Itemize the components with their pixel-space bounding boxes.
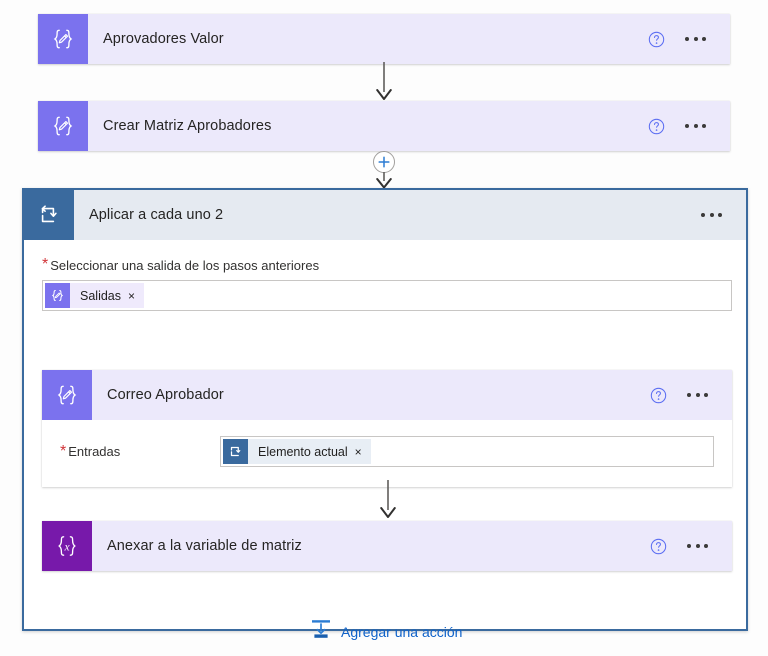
card-title: Correo Aprobador <box>107 387 224 403</box>
token-body: Salidas × <box>70 283 145 308</box>
card-header[interactable]: Crear Matriz Aprobadores <box>38 101 730 151</box>
ellipsis-icon[interactable] <box>685 387 710 403</box>
entradas-field-row: * Entradas <box>60 436 714 467</box>
select-output-label: Seleccionar una salida de los pasos ante… <box>50 257 320 273</box>
help-circle-icon[interactable] <box>648 118 665 135</box>
ellipsis-icon[interactable] <box>699 207 724 223</box>
compose-braces-pencil-icon <box>38 14 88 64</box>
help-circle-icon[interactable] <box>648 31 665 48</box>
action-card-aprovadores-valor[interactable]: Aprovadores Valor <box>38 14 730 64</box>
required-marker: * <box>60 442 67 460</box>
ellipsis-icon[interactable] <box>685 538 710 554</box>
action-card-crear-matriz-aprobadores[interactable]: Crear Matriz Aprobadores <box>38 101 730 151</box>
token-elemento-actual[interactable]: Elemento actual × <box>223 439 371 464</box>
token-label: Salidas <box>80 288 121 303</box>
scope-card-aplicar-a-cada-uno[interactable]: Aplicar a cada uno 2 * Seleccionar una s… <box>22 188 748 640</box>
card-header-actions <box>648 31 730 48</box>
card-header-actions <box>648 118 730 135</box>
compose-braces-pencil-icon <box>45 283 70 308</box>
token-salidas[interactable]: Salidas × <box>45 283 145 308</box>
add-action-button[interactable]: Agregar una acción <box>310 618 462 645</box>
scope-title: Aplicar a cada uno 2 <box>89 207 224 223</box>
help-circle-icon[interactable] <box>650 387 667 404</box>
card-title: Aprovadores Valor <box>103 31 224 47</box>
select-output-label-row: * Seleccionar una salida de los pasos an… <box>42 256 728 274</box>
svg-text:x: x <box>63 541 70 553</box>
compose-braces-pencil-icon <box>38 101 88 151</box>
entradas-label-wrap: * Entradas <box>60 443 220 461</box>
card-header-actions <box>650 387 732 404</box>
action-card-anexar-variable-matriz[interactable]: x Anexar a la variable de matriz <box>42 521 732 571</box>
entradas-label: Entradas <box>68 444 121 459</box>
select-output-input[interactable]: Salidas × <box>42 280 732 311</box>
close-x-icon[interactable]: × <box>128 288 136 303</box>
token-label: Elemento actual <box>258 444 348 459</box>
card-header[interactable]: x Anexar a la variable de matriz <box>42 521 732 571</box>
required-marker: * <box>42 256 49 273</box>
entradas-input[interactable]: Elemento actual × <box>220 436 714 467</box>
variable-braces-x-icon: x <box>42 521 92 571</box>
connector-arrow <box>376 172 392 189</box>
token-body: Elemento actual × <box>248 439 371 464</box>
scope-body: * Seleccionar una salida de los pasos an… <box>24 240 746 640</box>
connector-arrow <box>380 480 396 518</box>
card-body: * Entradas <box>42 420 732 487</box>
ellipsis-icon[interactable] <box>683 31 708 47</box>
card-header[interactable]: Aprovadores Valor <box>38 14 730 64</box>
card-header-actions <box>650 538 732 555</box>
insert-step-plus-button[interactable] <box>373 151 395 173</box>
card-title: Anexar a la variable de matriz <box>107 538 302 554</box>
card-title: Crear Matriz Aprobadores <box>103 118 272 134</box>
loop-repeat-icon <box>223 439 248 464</box>
loop-repeat-icon <box>24 190 74 240</box>
scope-header[interactable]: Aplicar a cada uno 2 <box>24 190 746 240</box>
add-action-label: Agregar una acción <box>341 623 463 640</box>
compose-braces-pencil-icon <box>42 370 92 420</box>
ellipsis-icon[interactable] <box>683 118 708 134</box>
plus-icon <box>378 156 390 168</box>
card-header[interactable]: Correo Aprobador <box>42 370 732 420</box>
scope-header-actions <box>699 207 746 223</box>
help-circle-icon[interactable] <box>650 538 667 555</box>
insert-step-icon <box>310 618 332 645</box>
connector-arrow <box>376 62 392 100</box>
action-card-correo-aprobador[interactable]: Correo Aprobador <box>42 370 732 487</box>
close-x-icon[interactable]: × <box>354 444 362 459</box>
